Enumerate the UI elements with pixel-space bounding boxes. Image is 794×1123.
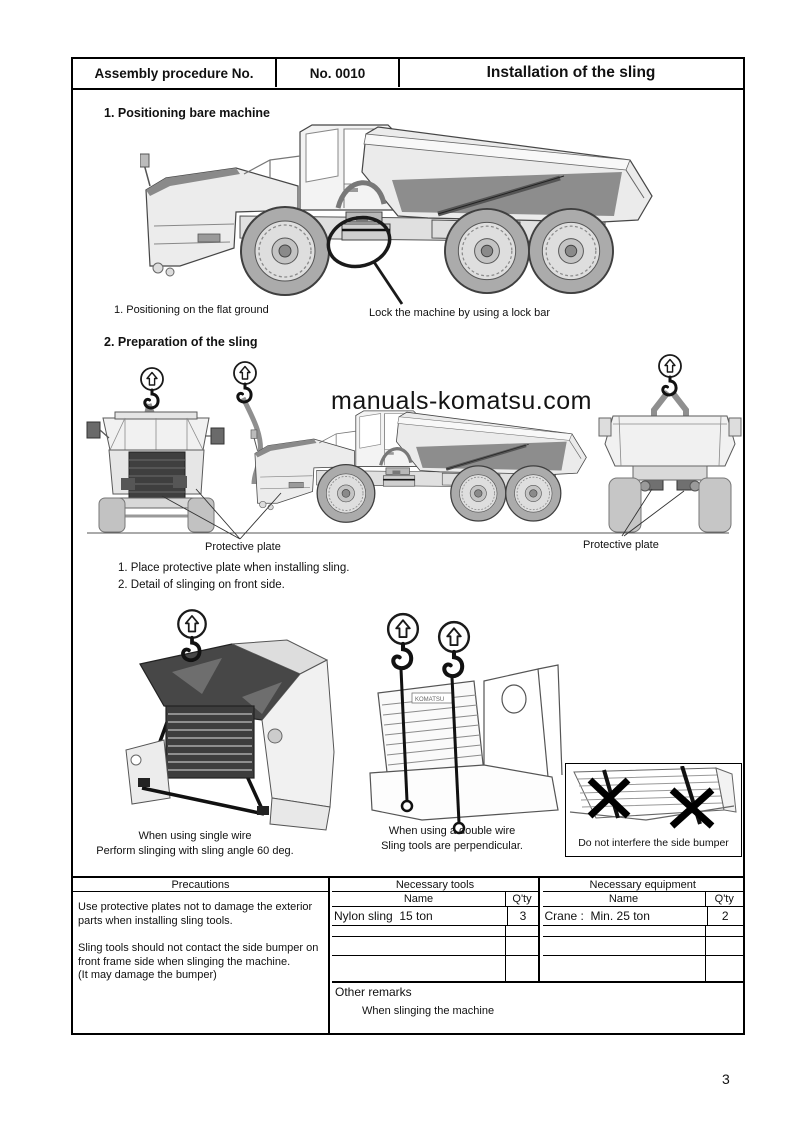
tools-empty-cell xyxy=(506,937,538,955)
warning-box-caption: Do not interfere the side bumper xyxy=(578,837,729,849)
instruction-line-1: 1. Place protective plate when installin… xyxy=(118,562,350,574)
precautions-column: Precautions Use protective plates not to… xyxy=(73,878,330,1033)
crane-hook-icon xyxy=(657,353,683,397)
truck-side-view-illustration xyxy=(140,116,665,305)
equipment-empty-cell xyxy=(543,937,706,955)
crane-hook-icon xyxy=(439,622,469,676)
equipment-name-cell: Crane : Min. 25 ton xyxy=(543,907,708,925)
other-remarks-section: Other remarks When slinging the machine xyxy=(332,981,743,1033)
side-bumper-warning-illustration xyxy=(569,766,737,829)
cross-mark-icon xyxy=(669,787,715,829)
tools-empty-cell xyxy=(332,956,506,982)
other-remarks-text: When slinging the machine xyxy=(362,1005,495,1017)
equipment-title: Necessary equipment xyxy=(589,878,696,891)
header-table: Assembly procedure No. No. 0010 Installa… xyxy=(71,57,745,90)
grille-logo: KOMATSU xyxy=(415,697,444,703)
precautions-header: Precautions xyxy=(73,878,328,892)
crane-hook-icon xyxy=(139,366,165,410)
other-remarks-title: Other remarks xyxy=(335,985,412,999)
crane-hook-icon xyxy=(232,360,258,404)
protective-plate-label-left: Protective plate xyxy=(205,541,281,553)
header-cell-number: No. 0010 xyxy=(277,59,398,87)
front-view-truck xyxy=(86,403,225,533)
header-cell-procedure: Assembly procedure No. xyxy=(73,59,275,87)
rear-view-truck xyxy=(598,390,742,533)
equipment-empty-cell xyxy=(706,926,744,936)
precaution-paragraph-3: (It may damage the bumper) xyxy=(78,969,217,981)
protective-plate-leaders-left xyxy=(161,488,282,540)
procedure-label: Assembly procedure No. xyxy=(94,65,254,81)
equipment-qty-cell: 2 xyxy=(721,909,729,923)
section2-heading: 2. Preparation of the sling xyxy=(104,335,258,349)
equipment-empty-cell xyxy=(706,956,744,982)
double-wire-caption: When using a double wire Sling tools are… xyxy=(352,824,552,854)
lock-bar-annotation-circle xyxy=(326,215,392,269)
tools-title: Necessary tools xyxy=(395,878,475,891)
single-wire-caption: When using single wire Perform slinging … xyxy=(95,829,295,859)
page-number: 3 xyxy=(722,1071,730,1087)
equipment-name-header: Name xyxy=(543,892,706,906)
section1-caption-left: 1. Positioning on the flat ground xyxy=(114,304,269,316)
precaution-paragraph-1: Use protective plates not to damage the … xyxy=(78,901,313,927)
equipment-empty-cell xyxy=(543,956,706,982)
instruction-line-2: 2. Detail of slinging on front side. xyxy=(118,579,285,591)
lock-bar-leader-line xyxy=(372,261,404,305)
tools-empty-cell xyxy=(332,937,506,955)
single-wire-caption-line2: Perform slinging with sling angle 60 deg… xyxy=(96,845,294,857)
single-wire-caption-line1: When using single wire xyxy=(138,830,252,842)
tools-header: Necessary tools xyxy=(332,878,538,892)
tools-empty-cell xyxy=(506,926,538,936)
double-wire-caption-line1: When using a double wire xyxy=(388,825,516,837)
protective-plate-label-right: Protective plate xyxy=(583,539,659,551)
page-title: Installation of the sling xyxy=(486,64,656,81)
precaution-paragraph-2: Sling tools should not contact the side … xyxy=(78,942,319,968)
equipment-header: Necessary equipment xyxy=(542,878,743,892)
tools-section: Necessary tools Name Q'ty Nylon sling 15… xyxy=(332,878,540,982)
tool-name-cell: Nylon sling 15 ton xyxy=(332,907,508,925)
cross-mark-icon xyxy=(587,777,631,819)
equipment-qty-header: Q'ty xyxy=(714,893,734,905)
header-divider-1 xyxy=(275,59,277,87)
equipment-section: Necessary equipment Name Q'ty Crane : Mi… xyxy=(542,878,744,982)
protective-plate-leaders-right xyxy=(621,488,685,537)
double-wire-illustration: KOMATSU xyxy=(369,605,563,835)
tools-empty-cell xyxy=(506,956,538,982)
bottom-table: Precautions Use protective plates not to… xyxy=(71,876,745,1035)
tool-qty-cell: 3 xyxy=(519,909,527,923)
precautions-title: Precautions xyxy=(171,878,230,891)
equipment-empty-cell xyxy=(706,937,744,955)
crane-hook-icon xyxy=(388,614,418,668)
tools-name-header: Name xyxy=(332,892,506,906)
section1-heading: 1. Positioning bare machine xyxy=(104,106,271,120)
header-cell-title: Installation of the sling xyxy=(400,59,742,87)
section1-caption-lockbar: Lock the machine by using a lock bar xyxy=(369,307,550,319)
procedure-number: No. 0010 xyxy=(309,65,366,81)
double-wire-caption-line2: Sling tools are perpendicular. xyxy=(381,840,523,852)
equipment-empty-cell xyxy=(543,926,706,936)
tools-empty-cell xyxy=(332,926,506,936)
watermark: manuals-komatsu.com xyxy=(331,387,592,415)
single-wire-illustration xyxy=(125,608,335,831)
tools-qty-header: Q'ty xyxy=(512,893,532,905)
header-divider-2 xyxy=(398,59,400,87)
side-bumper-warning-box: Do not interfere the side bumper xyxy=(565,763,742,857)
sling-preparation-illustration xyxy=(86,353,742,540)
